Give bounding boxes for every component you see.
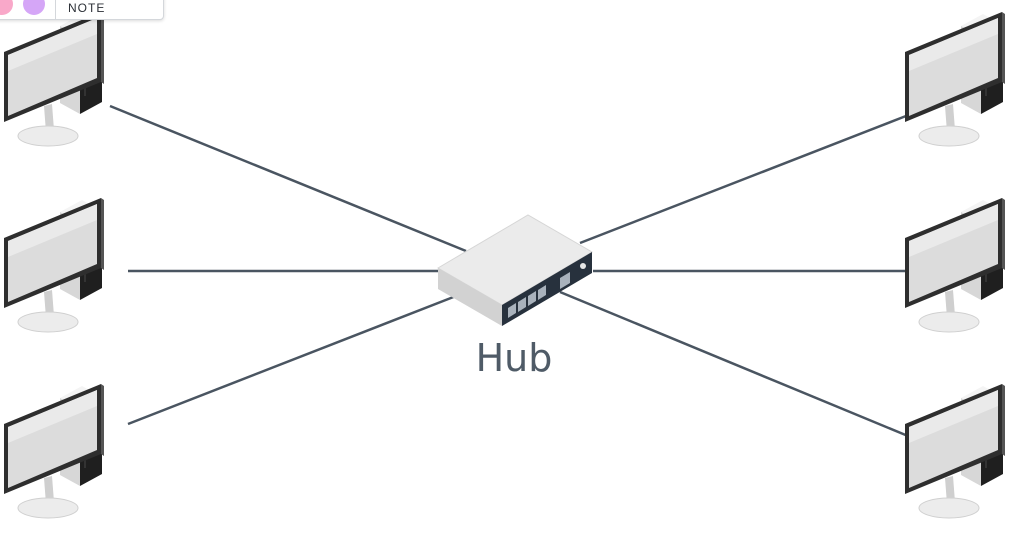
link-pc-left-bottom-to-hub	[127, 294, 457, 426]
computer-right-middle[interactable]	[904, 197, 1006, 333]
computer-left-middle[interactable]	[3, 197, 105, 333]
computer-right-top[interactable]	[904, 11, 1006, 147]
computer-right-bottom[interactable]	[904, 383, 1006, 519]
purple-swatch-button[interactable]	[23, 0, 45, 15]
connection-links	[109, 104, 909, 438]
link-pc-left-top-to-hub	[109, 104, 467, 253]
computer-left-bottom[interactable]	[3, 383, 105, 519]
toolbar-divider	[55, 0, 56, 19]
annotation-toolbar: NOTE	[0, 0, 164, 20]
hub-label: Hub	[475, 336, 553, 380]
network-hub-device[interactable]	[437, 214, 593, 326]
pink-swatch-button[interactable]	[0, 0, 13, 15]
computer-left-top[interactable]	[3, 11, 105, 147]
note-button[interactable]: NOTE	[68, 1, 106, 15]
link-pc-right-top-to-hub	[579, 114, 907, 245]
link-pc-right-bottom-to-hub	[559, 290, 909, 438]
